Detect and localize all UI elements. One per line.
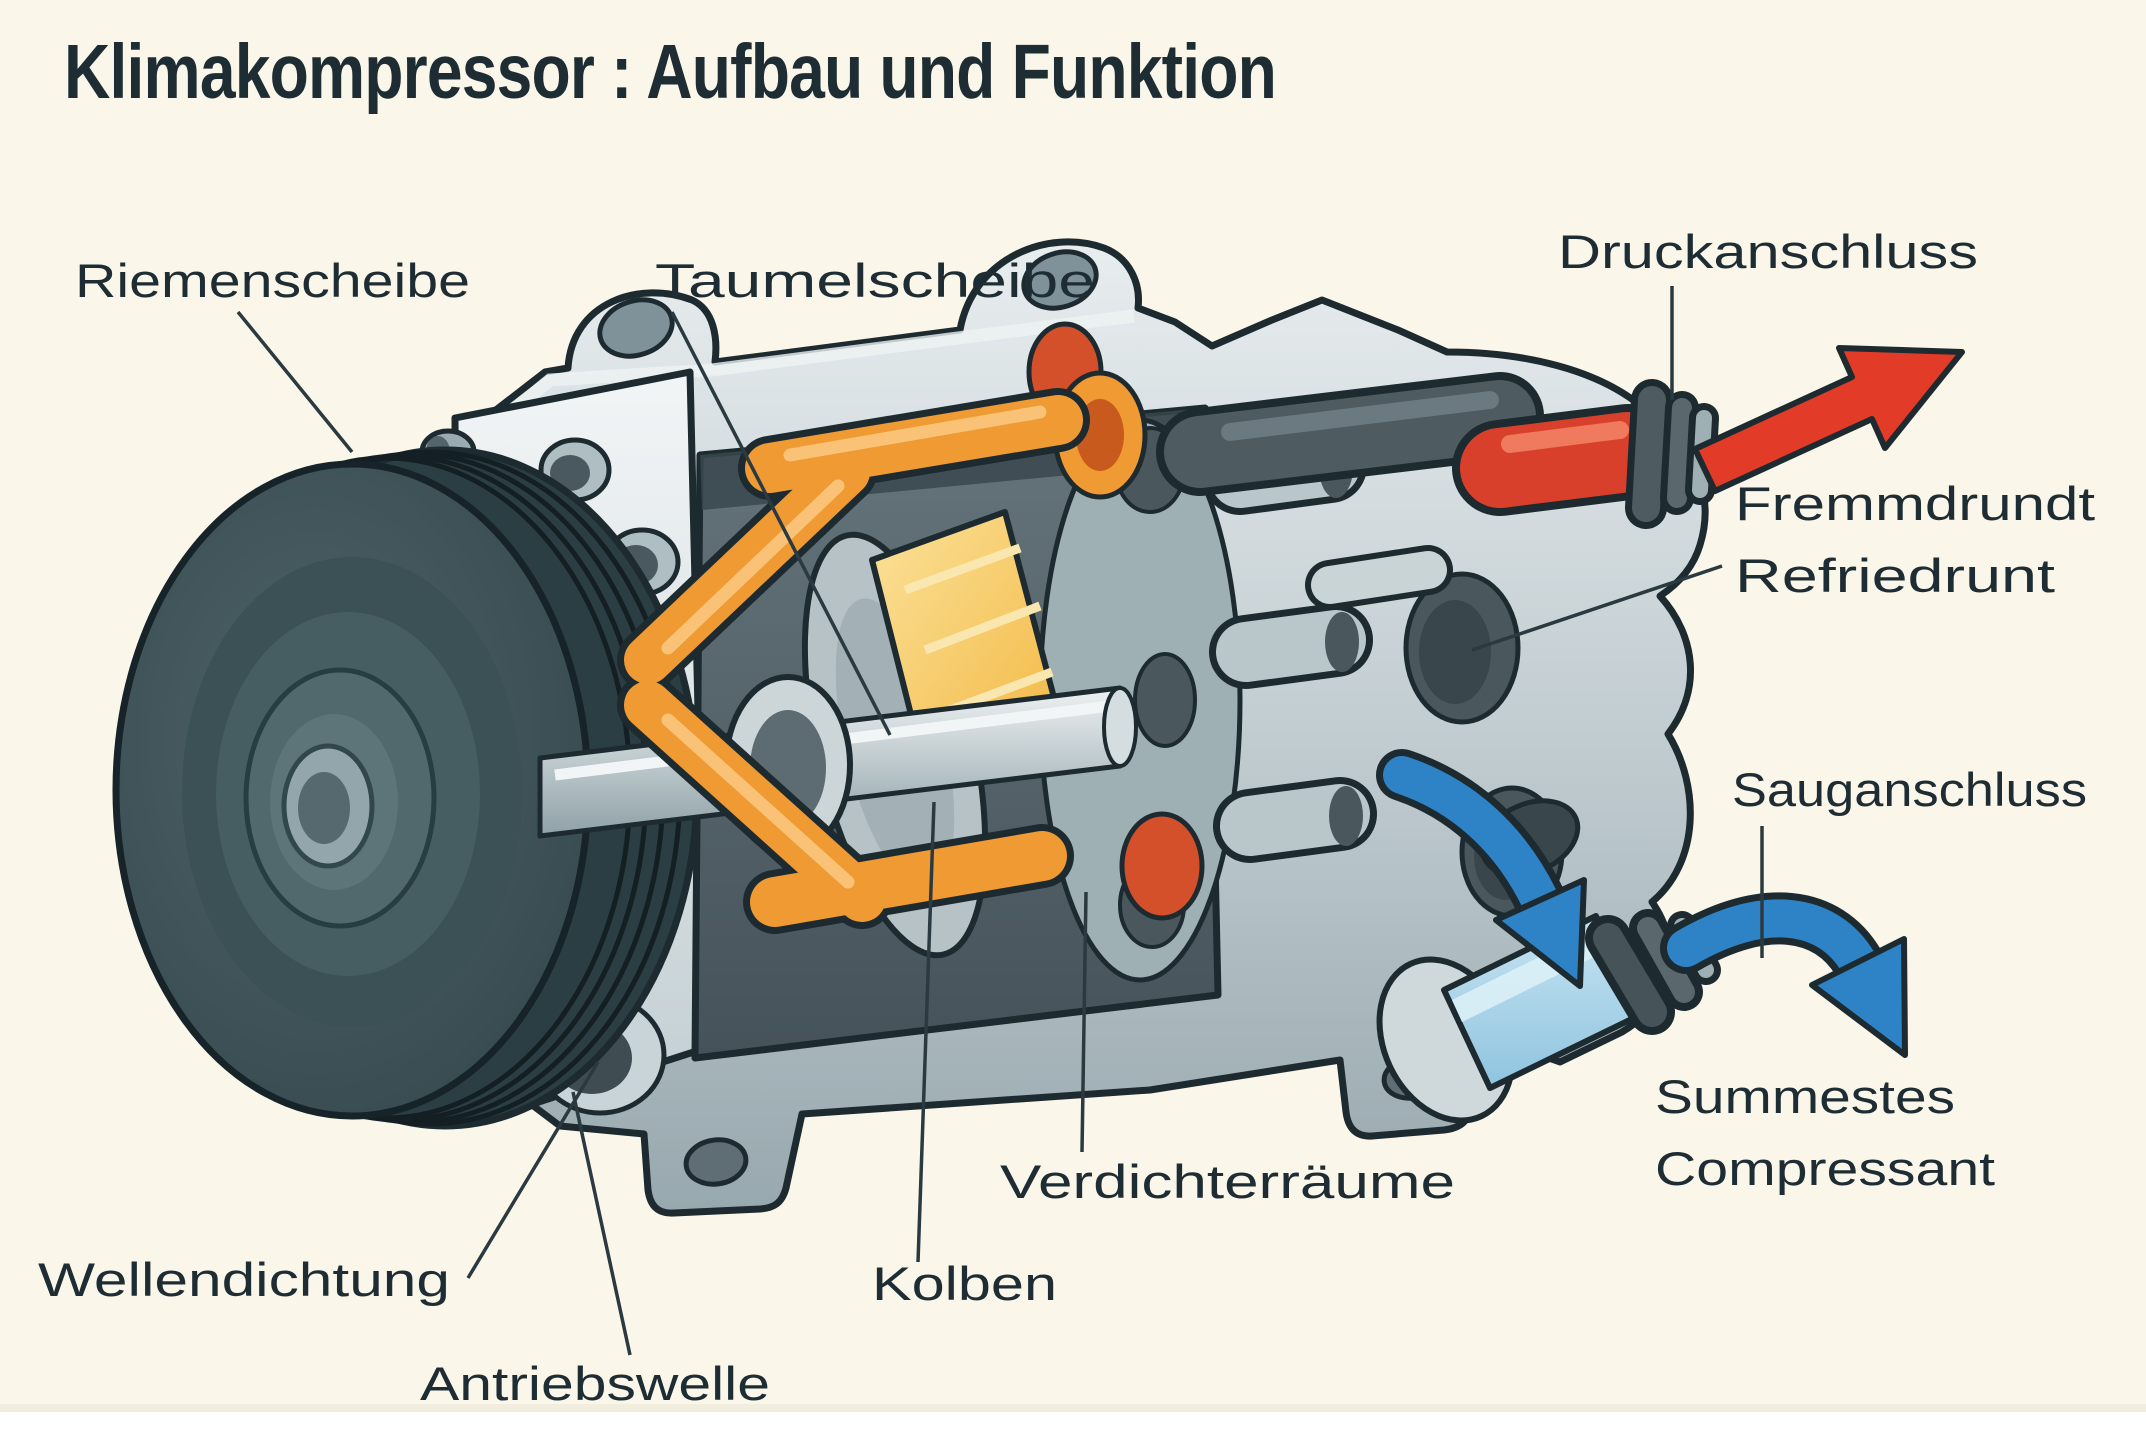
label-summestes-line1: Summestes	[1655, 1070, 1955, 1123]
suction-in-arrow-head	[1493, 877, 1587, 989]
boss-mid-ring	[1325, 612, 1359, 672]
discharge-port	[1156, 372, 1719, 529]
piston-assembly	[617, 388, 1090, 934]
suction-out-arrow-shaft	[1667, 899, 1877, 981]
bottom-white-strip	[0, 1412, 2146, 1448]
mount-lug-hole-right	[1021, 249, 1099, 311]
discharge-red-highlight	[1501, 421, 1629, 453]
piston-rod-right	[1311, 551, 1447, 604]
boss-mid	[1216, 610, 1366, 682]
boss-bottom-ring	[1329, 786, 1363, 846]
leader-fremmdrundt	[1471, 564, 1723, 652]
label-sauganschluss: Sauganschluss	[1732, 763, 2087, 816]
discharge-collar-2	[1667, 398, 1692, 508]
piston-arm-lower	[750, 831, 1067, 927]
leader-antriebswelle	[571, 1091, 632, 1356]
suction-in-arrow-shaft	[1383, 756, 1559, 919]
shaft-end-cap	[1102, 686, 1138, 768]
label-taumelscheibe: Taumelscheibe	[655, 254, 1095, 307]
label-kolben: Kolben	[872, 1257, 1057, 1310]
piston-head-bottom	[1119, 811, 1205, 921]
suction-collar-1	[1593, 923, 1667, 1027]
piston-arm-highlight-1	[661, 479, 845, 655]
label-druckanschluss: Druckanschluss	[1558, 225, 1978, 278]
discharge-gallery	[1164, 380, 1536, 488]
pulley	[112, 446, 701, 1130]
leader-taumelscheibe	[670, 311, 892, 736]
mount-lug-hole-left	[597, 297, 675, 359]
leader-verdichterraeume	[1080, 891, 1088, 1153]
suction-out-arrow-icon	[1660, 892, 1908, 1058]
cylinder-bore-mid	[1133, 652, 1197, 748]
bottom-fade-strip	[0, 1404, 2146, 1414]
label-summestes-line2: Compressant	[1655, 1142, 1995, 1195]
discharge-gallery-highlight	[1221, 391, 1499, 441]
body-top-highlight	[477, 309, 1135, 442]
discharge-collar-1	[1632, 386, 1666, 522]
foot-hole-left	[683, 1137, 749, 1187]
boss-bottom	[1220, 784, 1370, 856]
discharge-red-section	[1460, 412, 1668, 508]
label-fremmdrundt-line1: Fremmdrundt	[1735, 477, 2095, 530]
labels: Klimakompressor : Aufbau und Funktion Ri…	[38, 29, 2095, 1410]
label-riemenscheibe: Riemenscheibe	[75, 254, 470, 307]
piston-arm-highlight-3	[661, 713, 855, 889]
end-casting-pocket-upper-core	[1419, 600, 1491, 704]
label-fremmdrundt-line2: Refriedrunt	[1735, 549, 2055, 602]
leader-kolben	[916, 801, 936, 1263]
leader-riemenscheibe	[236, 310, 354, 454]
page-title: Klimakompressor : Aufbau und Funktion	[64, 29, 1276, 115]
piston-arm-highlight-2	[783, 405, 1047, 462]
piston-arm-upper	[745, 395, 1083, 493]
leader-wellendichtung	[466, 1061, 600, 1279]
suction-out-arrow-head	[1809, 936, 1908, 1058]
discharge-arrow-icon	[1692, 345, 1965, 494]
compressor-illustration	[112, 238, 1965, 1356]
label-verdichterraeume: Verdichterräume	[1000, 1155, 1455, 1208]
pulley-shaft-nut-core	[298, 772, 350, 844]
leader-lines	[236, 286, 1764, 1356]
label-antriebswelle: Antriebswelle	[420, 1357, 770, 1410]
suction-in-arrow-icon	[1376, 749, 1587, 989]
label-wellendichtung: Wellendichtung	[38, 1253, 450, 1306]
plate-bolt-upper-core	[550, 455, 590, 491]
